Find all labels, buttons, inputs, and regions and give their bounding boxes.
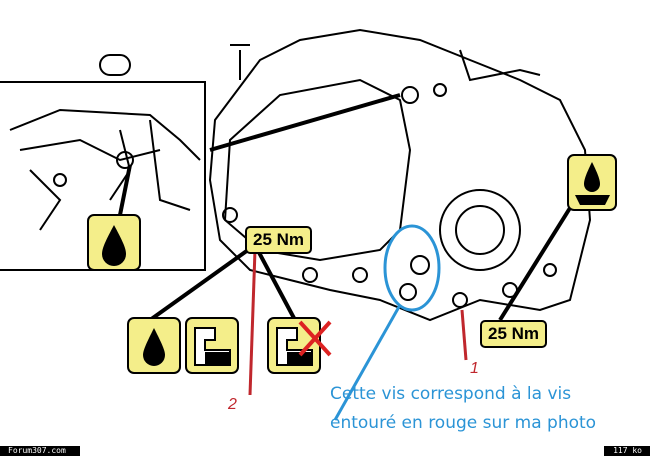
- red-marker-lines: [248, 249, 468, 396]
- oil-level-icon: [567, 154, 617, 211]
- gearbox-housing: [208, 28, 592, 322]
- torque-label: 25 Nm: [245, 226, 313, 254]
- leader-lines: [118, 93, 577, 322]
- footer-site: Forum307.com: [0, 446, 80, 456]
- marker-1: 1: [470, 360, 479, 377]
- torque-label: 25 Nm: [480, 320, 548, 348]
- annotation-line-1: Cette vis correspond à la vis: [330, 384, 572, 404]
- blue-highlight-circle: [333, 224, 441, 421]
- footer-size: 117 ko: [604, 446, 650, 456]
- marker-2: 2: [228, 396, 237, 413]
- oil-drop-icon: [127, 317, 181, 374]
- drain-plug-icon: [267, 317, 321, 374]
- drain-plug-icon: [185, 317, 239, 374]
- cross-mark-icon: [298, 320, 332, 357]
- oil-drop-icon: [87, 214, 141, 271]
- annotation-line-2: entouré en rouge sur ma photo: [330, 413, 597, 433]
